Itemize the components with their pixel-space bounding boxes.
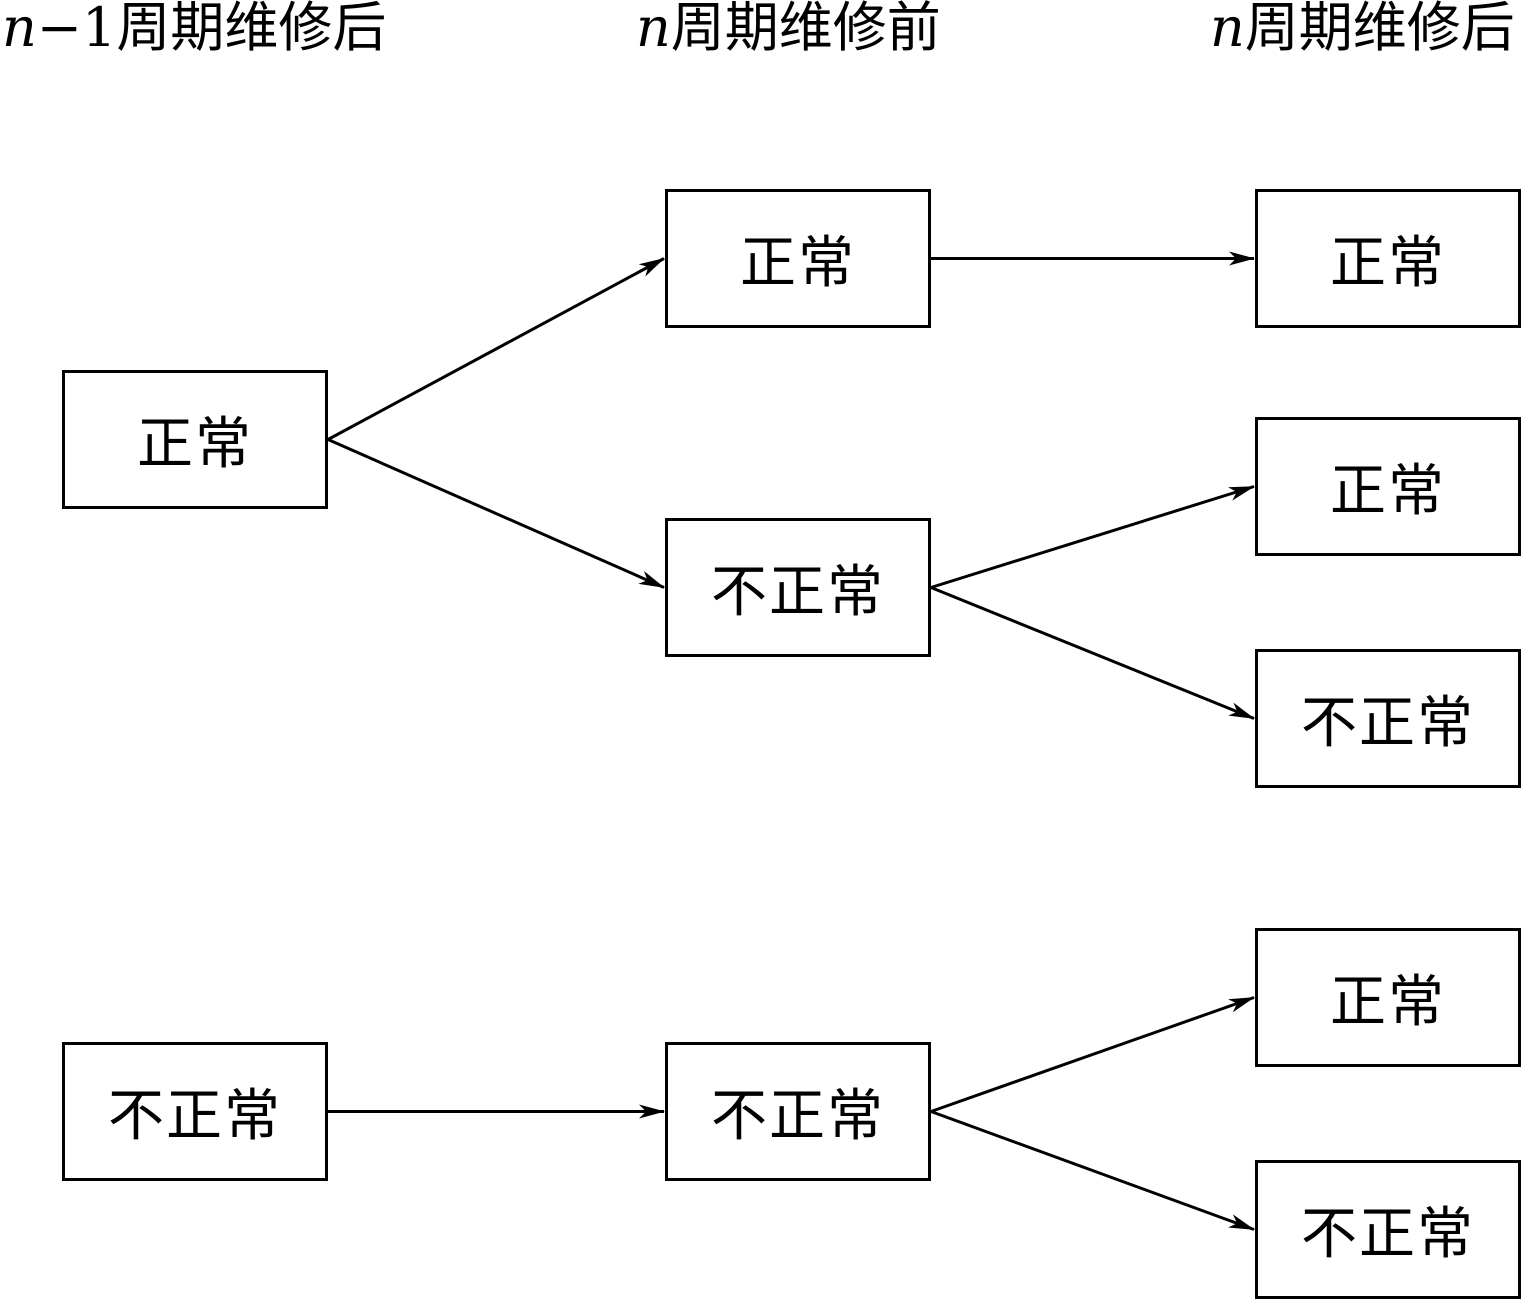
state-label: 不正常 [711, 560, 885, 625]
state-box-normal: 正常 [62, 370, 328, 509]
arrow-b_abnormal_2-to-c_normal_3 [930, 996, 1255, 1113]
arrow-b_abnormal_2-to-c_abnormal_2 [930, 1110, 1255, 1231]
state-label: 不正常 [108, 1084, 282, 1149]
state-label: 正常 [1330, 970, 1446, 1035]
state-box-abnormal: 不正常 [1255, 649, 1521, 788]
header-var: n [1210, 0, 1245, 59]
header-before-maintenance-n: n周期维修前 [636, 0, 941, 58]
state-label: 不正常 [1301, 1202, 1475, 1267]
header-after-maintenance-n-minus-1: n−1周期维修后 [2, 0, 386, 58]
state-box-abnormal: 不正常 [62, 1042, 328, 1181]
state-label: 不正常 [711, 1084, 885, 1149]
state-box-normal: 正常 [1255, 189, 1521, 328]
header-text: −1周期维修后 [36, 0, 387, 59]
state-label: 正常 [137, 412, 253, 477]
state-box-abnormal: 不正常 [1255, 1160, 1521, 1299]
header-var: n [636, 0, 671, 59]
state-box-normal: 正常 [665, 189, 931, 328]
header-text: 周期维修后 [1244, 0, 1515, 59]
state-label: 正常 [740, 231, 856, 296]
state-box-abnormal: 不正常 [665, 1042, 931, 1181]
state-label: 不正常 [1301, 691, 1475, 756]
state-label: 正常 [1330, 459, 1446, 524]
arrow-b_abnormal-to-c_abnormal_1 [930, 586, 1255, 720]
header-var: n [2, 0, 37, 59]
arrow-a_normal-to-b_normal [327, 257, 665, 441]
arrow-b_abnormal-to-c_normal_2 [930, 485, 1255, 589]
header-text: 周期维修前 [670, 0, 941, 59]
state-box-normal: 正常 [1255, 417, 1521, 556]
arrow-a_normal-to-b_abnormal [327, 438, 665, 589]
state-box-normal: 正常 [1255, 928, 1521, 1067]
state-box-abnormal: 不正常 [665, 518, 931, 657]
state-label: 正常 [1330, 231, 1446, 296]
header-after-maintenance-n: n周期维修后 [1210, 0, 1515, 58]
